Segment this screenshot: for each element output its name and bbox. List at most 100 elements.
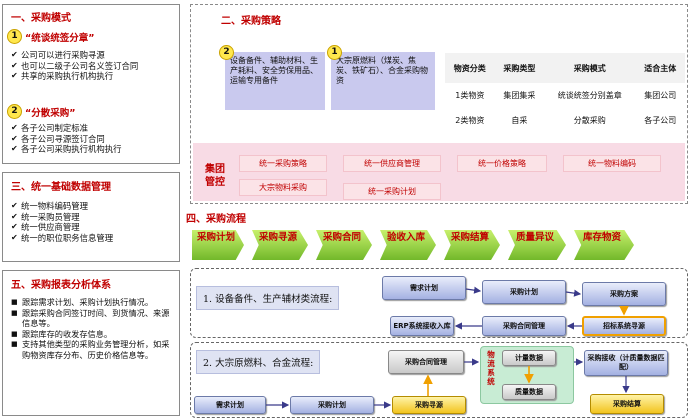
process-2-label: 2. 大宗原燃料、合金流程: [196, 350, 321, 374]
badge-2: 2 [219, 45, 234, 60]
master-data-panel: 三、统一基础数据管理 ✔统一物料编码管理 ✔统一采购员管理 ✔统一供应商管理 ✔… [2, 172, 180, 262]
governance-pill: 统一价格策略 [457, 155, 547, 172]
table-cell: 分散采购 [544, 108, 636, 133]
decentralized-mode-label: “分散采购” [25, 108, 76, 119]
flow-step: 采购计划 [192, 230, 244, 260]
list-item: ✔也可以二级子公司名义签订合同 [11, 60, 139, 71]
check-icon: ✔ [11, 232, 18, 242]
table-header-cell: 物资分类 [445, 53, 495, 83]
demand-plan-node: 需求计划 [194, 396, 266, 414]
check-icon: ✔ [11, 133, 18, 143]
table-header-row: 物资分类 采购类型 采购模式 适合主体 [445, 53, 685, 83]
equipment-materials-text: 设备备件、辅助材料、生产耗料、安全劳保用品、运输专用备件 [230, 56, 318, 85]
table-cell: 统谈统签分别盖章 [544, 83, 636, 108]
table-row: 1类物资 集团集采 统谈统签分别盖章 集团公司 [445, 83, 685, 108]
list-item: ■跟踪采购合同签订时间、到货情况、来源信息等。 [11, 307, 170, 329]
measurement-data-node: 计量数据 [502, 350, 556, 366]
process-1-frame [190, 268, 688, 338]
report-analysis-items: ■跟踪需求计划、采购计划执行情况。 ■跟踪采购合同签订时间、到货情况、来源信息等… [11, 297, 177, 361]
purchase-mode-title: 一、采购模式 [11, 13, 71, 24]
square-bullet-icon: ■ [11, 308, 18, 317]
governance-pill: 统一采购策略 [239, 155, 327, 172]
flow-step: 质量异议 [508, 230, 566, 260]
logistics-system-label: 物流系统 [487, 350, 495, 386]
purchase-plan-node: 采购计划 [482, 280, 566, 304]
contract-management-node: 采购合同管理 [482, 316, 566, 336]
purchase-scheme-node: 采购方案 [582, 282, 666, 306]
table-row: 2类物资 自采 分散采购 各子公司 [445, 108, 685, 133]
check-icon: ✔ [11, 222, 18, 231]
list-item: ✔各子公司制定标准 [11, 123, 88, 133]
list-item: ✔统一的职位职务信息管理 [11, 232, 114, 243]
check-icon: ✔ [11, 211, 18, 221]
master-data-items: ✔统一物料编码管理 ✔统一采购员管理 ✔统一供应商管理 ✔统一的职位职务信息管理 [11, 201, 177, 243]
strategy-table: 物资分类 采购类型 采购模式 适合主体 1类物资 集团集采 统谈统签分别盖章 集… [445, 53, 685, 133]
badge-1: 1 [7, 29, 22, 44]
tender-sourcing-node: 招标系统寻源 [582, 316, 666, 336]
square-bullet-icon: ■ [11, 329, 18, 338]
purchase-plan-node: 采购计划 [290, 396, 374, 414]
process-1-label: 1. 设备备件、生产辅材类流程: [196, 286, 340, 310]
master-data-title: 三、统一基础数据管理 [11, 182, 111, 193]
governance-pill: 统一供应商管理 [343, 155, 441, 172]
purchase-flow-title: 四、采购流程 [186, 214, 246, 225]
report-analysis-panel: 五、采购报表分析体系 ■跟踪需求计划、采购计划执行情况。 ■跟踪采购合同签订时间… [2, 270, 180, 416]
list-item: ✔统一采购员管理 [11, 211, 80, 222]
check-icon: ✔ [11, 144, 18, 153]
table-header-cell: 采购模式 [544, 53, 636, 83]
list-item: ■支持其他类型的采购业务管理分析，如采购物资库存分布、历史价格信息等。 [11, 339, 170, 360]
check-icon: ✔ [11, 71, 18, 80]
table-cell: 集团公司 [635, 83, 685, 108]
table-header-cell: 采购类型 [494, 53, 545, 83]
square-bullet-icon: ■ [11, 340, 18, 349]
check-icon: ✔ [11, 60, 18, 70]
purchase-settlement-node: 采购结算 [590, 394, 664, 414]
purchase-receipt-node: 采购接收（计质量数据匹配） [584, 350, 668, 376]
flow-step: 库存物资 [574, 230, 634, 260]
governance-pill: 大宗物料采购 [239, 179, 327, 196]
table-cell: 各子公司 [635, 108, 685, 133]
equipment-materials-box: 设备备件、辅助材料、生产耗料、安全劳保用品、运输专用备件 [225, 52, 325, 110]
report-analysis-title: 五、采购报表分析体系 [11, 280, 111, 291]
check-icon: ✔ [11, 50, 18, 59]
flow-step: 采购寻源 [252, 230, 308, 260]
governance-pill: 统一物料编码 [563, 155, 661, 172]
list-item: ✔各子公司寻源签订合同 [11, 133, 105, 144]
flow-step: 采购结算 [444, 230, 500, 260]
purchase-strategy-panel: 二、采购策略 设备备件、辅助材料、生产耗料、安全劳保用品、运输专用备件 2 大宗… [190, 4, 688, 204]
purchase-strategy-title: 二、采购策略 [221, 16, 281, 27]
centralized-mode-label: “统谈统签分章” [25, 33, 95, 44]
table-cell: 1类物资 [445, 83, 495, 108]
connector-plan-scheme [565, 289, 582, 297]
contract-management-node: 采购合同管理 [388, 350, 464, 374]
process-2-frame [190, 342, 688, 418]
list-item: ■跟踪库存的收发存信息。 [11, 328, 113, 339]
flow-step: 采购合同 [316, 230, 372, 260]
list-item: ✔统一物料编码管理 [11, 201, 88, 211]
check-icon: ✔ [11, 123, 18, 132]
table-cell: 集团集采 [494, 83, 545, 108]
decentralized-items: ✔各子公司制定标准 ✔各子公司寻源签订合同 ✔各子公司采购执行机构执行 [11, 123, 177, 155]
quality-data-node: 质量数据 [502, 384, 556, 400]
list-item: ■跟踪需求计划、采购计划执行情况。 [11, 297, 154, 307]
square-bullet-icon: ■ [11, 298, 18, 306]
connector-demand-plan [465, 286, 482, 294]
demand-plan-node: 需求计划 [382, 276, 466, 300]
bulk-materials-text: 大宗原燃料（煤炭、焦炭、铁矿石）、合金采购物资 [336, 56, 428, 85]
bulk-materials-box: 大宗原燃料（煤炭、焦炭、铁矿石）、合金采购物资 [331, 52, 435, 110]
badge-2: 2 [7, 104, 22, 119]
table-header-cell: 适合主体 [635, 53, 685, 83]
governance-pill: 统一采购计划 [343, 183, 441, 200]
centralized-items: ✔公司可以进行采购寻源 ✔也可以二级子公司名义签订合同 ✔共享的采购执行机构执行 [11, 50, 177, 82]
badge-1: 1 [327, 45, 342, 60]
list-item: ✔共享的采购执行机构执行 [11, 71, 114, 81]
flow-step: 验收入库 [380, 230, 436, 260]
purchase-sourcing-node: 采购寻源 [392, 396, 466, 414]
list-item: ✔公司可以进行采购寻源 [11, 50, 105, 60]
list-item: ✔统一供应商管理 [11, 222, 80, 232]
table-cell: 自采 [494, 108, 545, 133]
check-icon: ✔ [11, 201, 18, 210]
erp-receipt-node: ERP系统接收入库 [390, 316, 454, 336]
table-cell: 2类物资 [445, 108, 495, 133]
